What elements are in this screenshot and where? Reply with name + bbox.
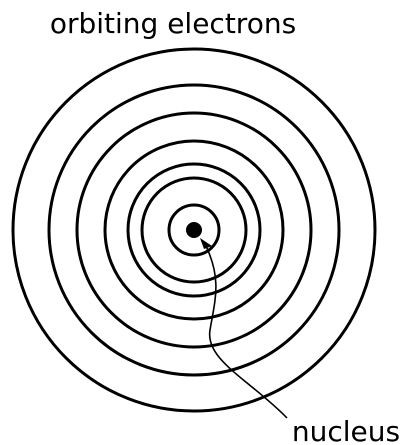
- nucleus-label: nucleus: [292, 415, 400, 445]
- arrowhead-icon: [200, 238, 212, 249]
- orbit-ring: [126, 162, 262, 298]
- orbits: [11, 47, 377, 413]
- orbit-ring: [11, 47, 377, 413]
- nucleus-pointer-line: [205, 245, 288, 419]
- orbit-ring: [167, 203, 221, 257]
- orbit-ring: [75, 111, 313, 349]
- orbiting-electrons-label: orbiting electrons: [50, 7, 296, 40]
- nucleus-dot: [186, 222, 202, 238]
- orbit-ring: [47, 83, 341, 377]
- orbit-ring: [103, 139, 285, 321]
- orbit-ring: [140, 176, 248, 284]
